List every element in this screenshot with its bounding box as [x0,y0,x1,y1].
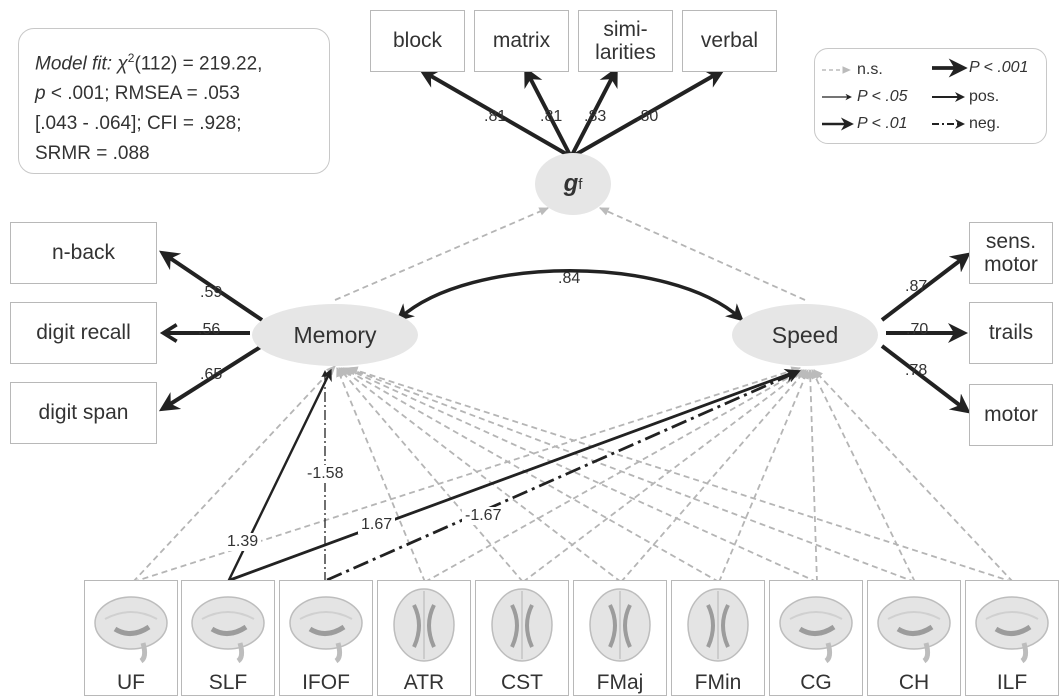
path-ifof-memory: -1.58 [304,465,347,483]
brain-fmin-icon [687,588,749,662]
tract-label-fmin: FMin [694,671,742,694]
latent-memory: Memory [252,304,418,366]
indicator-sens-motor: sens. motor [969,222,1053,284]
brain-ch-icon [877,596,951,664]
tract-label-cg: CG [800,671,832,694]
model-fit-line-1: Model fit: χ2(112) = 219.22, [35,51,263,75]
indicator-verbal: verbal [682,10,777,72]
tract-label-ifof: IFOF [302,671,350,694]
tract-box-cst: CST [475,580,569,696]
loading-verbal: .80 [636,108,659,125]
brain-atr-icon [393,588,455,662]
speed-loadings [880,252,971,414]
legend-p001: P < .001 [969,59,1029,76]
indicator-block: block [370,10,465,72]
tract-box-cg: CG [769,580,863,696]
loading-digit-recall: .56 [198,321,221,338]
indicator-nback: n-back [10,222,157,284]
memory-loadings [158,250,264,412]
model-fit-line-2: p < .001; RMSEA = .053 [35,83,240,105]
tract-label-cst: CST [501,671,543,694]
latent-speed: Speed [732,304,878,366]
tract-box-fmaj: FMaj [573,580,667,696]
loading-digit-span: .65 [200,366,223,383]
loading-block: .81 [484,108,507,125]
brain-cst-icon [491,588,553,662]
indicator-digit-recall: digit recall [10,302,157,364]
brain-slf-icon [191,596,265,664]
tract-label-ilf: ILF [996,671,1028,694]
model-fit-line-4: SRMR = .088 [35,143,150,165]
loading-matrix: .81 [540,108,563,125]
model-fit-box: Model fit: χ2(112) = 219.22, p < .001; R… [18,28,330,174]
indicator-motor: motor [969,384,1053,446]
loading-nback: .59 [200,284,223,301]
brain-uf-icon [94,596,168,664]
legend-p01: P < .01 [857,115,908,132]
gf-loadings [418,66,726,157]
indicator-trails: trails [969,302,1053,364]
indicator-digit-span: digit span [10,382,157,444]
legend-pos: pos. [969,88,1000,105]
tract-box-slf: SLF [181,580,275,696]
model-fit-line-3: [.043 - .064]; CFI = .928; [35,113,242,135]
tract-box-atr: ATR [377,580,471,696]
ns-paths [132,207,1014,583]
path-ifof-speed: -1.67 [462,507,505,525]
legend: n.s. P < .05 P < .01 P < .001 pos. neg. [814,48,1047,144]
path-slf-speed: 1.67 [358,516,396,534]
memory-speed-covariance [396,269,744,322]
loading-motor: .78 [905,362,928,379]
indicator-similarities: simi- larities [578,10,673,72]
loading-similarities: .83 [584,108,607,125]
brain-ilf-icon [975,596,1049,664]
tract-label-slf: SLF [208,671,248,694]
legend-lines [822,58,968,131]
loading-trails: .70 [906,321,929,338]
tract-box-fmin: FMin [671,580,765,696]
legend-p05: P < .05 [857,88,908,105]
tract-label-uf: UF [117,671,145,694]
indicator-matrix: matrix [474,10,569,72]
tract-label-ch: CH [898,671,930,694]
legend-neg: neg. [969,115,1001,132]
brain-fmaj-icon [589,588,651,662]
loading-sens-motor: .87 [905,278,928,295]
tract-box-ilf: ILF [965,580,1059,696]
tract-box-ifof: IFOF [279,580,373,696]
tract-box-uf: UF [84,580,178,696]
tract-label-fmaj: FMaj [596,671,644,694]
legend-ns: n.s. [857,61,883,78]
brain-cg-icon [779,596,853,664]
path-slf-memory: 1.39 [224,533,262,551]
covariance-memory-speed: .84 [558,270,581,287]
brain-ifof-icon [289,596,363,664]
tract-box-ch: CH [867,580,961,696]
tract-label-atr: ATR [403,671,445,694]
